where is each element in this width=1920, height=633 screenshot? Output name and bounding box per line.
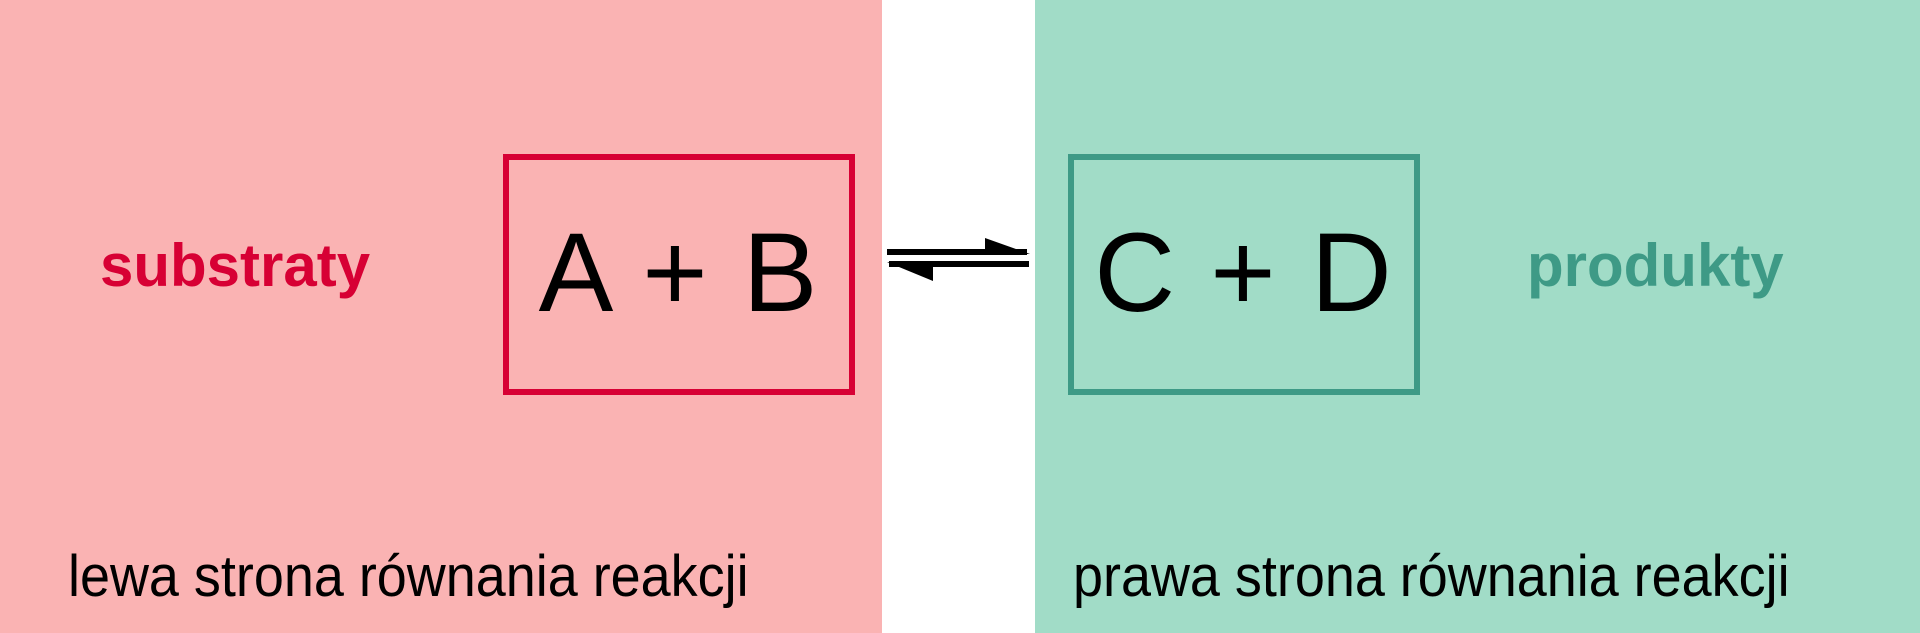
equilibrium-arrows-icon	[887, 238, 1030, 281]
reactants-panel: substraty A + B lewa strona równania rea…	[0, 0, 882, 633]
products-panel: C + D produkty prawa strona równania rea…	[1035, 0, 1920, 633]
products-box: C + D	[1068, 154, 1420, 395]
reactants-box: A + B	[503, 154, 855, 395]
products-label: produkty	[1527, 232, 1784, 299]
left-side-caption: lewa strona równania reakcji	[68, 544, 749, 609]
products-formula: C + D	[1094, 209, 1394, 335]
reactants-formula: A + B	[538, 209, 820, 335]
reactants-label: substraty	[100, 232, 371, 299]
right-side-caption: prawa strona równania reakcji	[1073, 544, 1790, 609]
